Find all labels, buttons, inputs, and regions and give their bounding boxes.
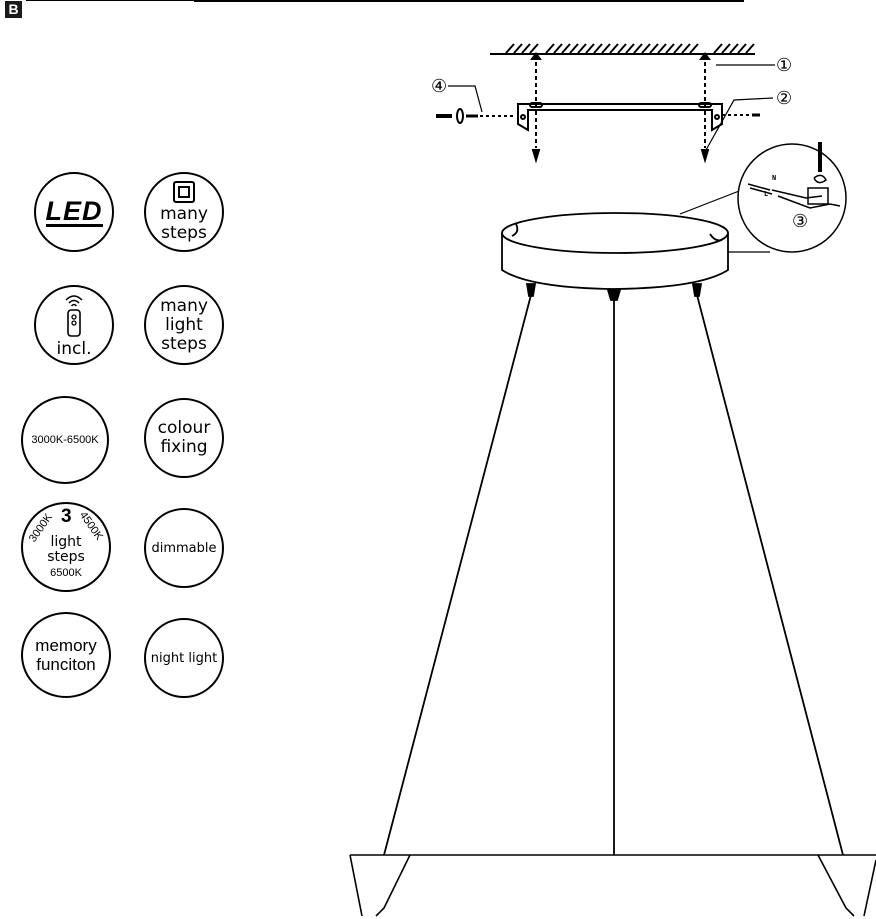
three-steps-line2: steps xyxy=(47,549,85,565)
wiring-detail xyxy=(737,142,847,253)
memory-function-badge: memory funciton xyxy=(21,612,111,698)
many-light-steps-line2: light xyxy=(165,314,203,335)
dimmable-badge: dimmable xyxy=(144,508,224,588)
side-screw-left xyxy=(436,108,514,124)
wire-label-n: N xyxy=(772,175,777,183)
many-steps-badge: many steps xyxy=(144,172,224,252)
canopy xyxy=(501,212,729,290)
memory-line2: funciton xyxy=(36,655,96,674)
three-steps-line1: light xyxy=(50,534,82,550)
kelvin-range-badge: 3000K-6500K xyxy=(21,396,109,484)
remote-incl-label: incl. xyxy=(56,338,92,359)
led-logo-text: LED xyxy=(45,195,103,227)
dimmable-text: dimmable xyxy=(151,540,217,556)
mounting-bracket xyxy=(517,102,723,132)
wire-label-l: L xyxy=(764,191,769,199)
k-high-label: 6500K xyxy=(50,567,82,579)
top-divider-left xyxy=(26,0,196,1)
remote-control-icon xyxy=(65,294,83,337)
step-count: 3 xyxy=(61,506,72,527)
night-light-text: night light xyxy=(150,650,218,666)
colour-fixing-line1: colour xyxy=(157,418,211,438)
many-light-steps-line3: steps xyxy=(161,333,207,354)
section-tag: B xyxy=(5,1,22,18)
ceiling xyxy=(490,43,755,60)
top-divider xyxy=(194,0,744,2)
many-light-steps-badge: many light steps xyxy=(144,285,224,365)
callout-1: ① xyxy=(776,55,793,76)
step-square-icon xyxy=(173,181,195,203)
many-steps-line2: steps xyxy=(161,223,207,243)
many-steps-line1: many xyxy=(160,204,208,224)
page-frame xyxy=(4,0,875,918)
callout-4: ④ xyxy=(431,76,448,97)
led-badge: LED xyxy=(34,172,114,252)
remote-badge: incl. xyxy=(34,285,114,365)
colour-fixing-line2: fixing xyxy=(160,437,208,457)
kelvin-range-text: 3000K-6500K xyxy=(31,434,99,446)
many-light-steps-line1: many xyxy=(160,295,208,316)
three-light-steps-badge: 3000K 3 4500K light steps 6500K xyxy=(21,502,111,592)
colour-fixing-badge: colour fixing xyxy=(144,398,224,478)
ring-lamp xyxy=(349,854,876,917)
suspension-cables xyxy=(383,283,844,856)
night-light-badge: night light xyxy=(144,618,224,698)
callout-2: ② xyxy=(776,88,793,109)
memory-line1: memory xyxy=(35,636,97,655)
callout-3: ③ xyxy=(792,211,809,232)
